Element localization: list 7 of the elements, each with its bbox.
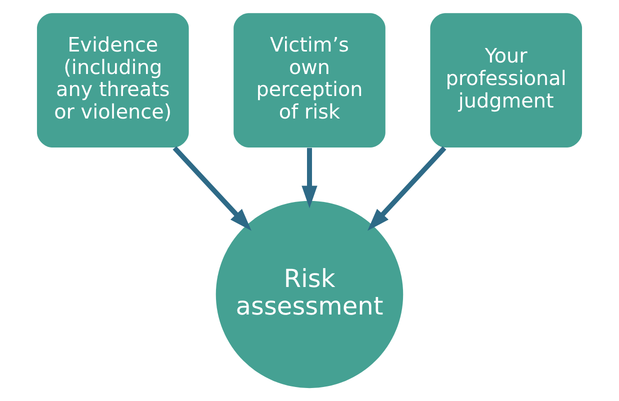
- node-box: Victim’s own perception of risk: [234, 13, 386, 148]
- node-box: Evidence (including any threats or violence): [36, 13, 189, 148]
- node-circle: Risk assessment: [216, 200, 404, 388]
- node-box: Your professional judgment: [430, 13, 582, 148]
- arrow: [368, 146, 446, 231]
- arrow: [302, 148, 318, 208]
- arrow: [172, 146, 252, 231]
